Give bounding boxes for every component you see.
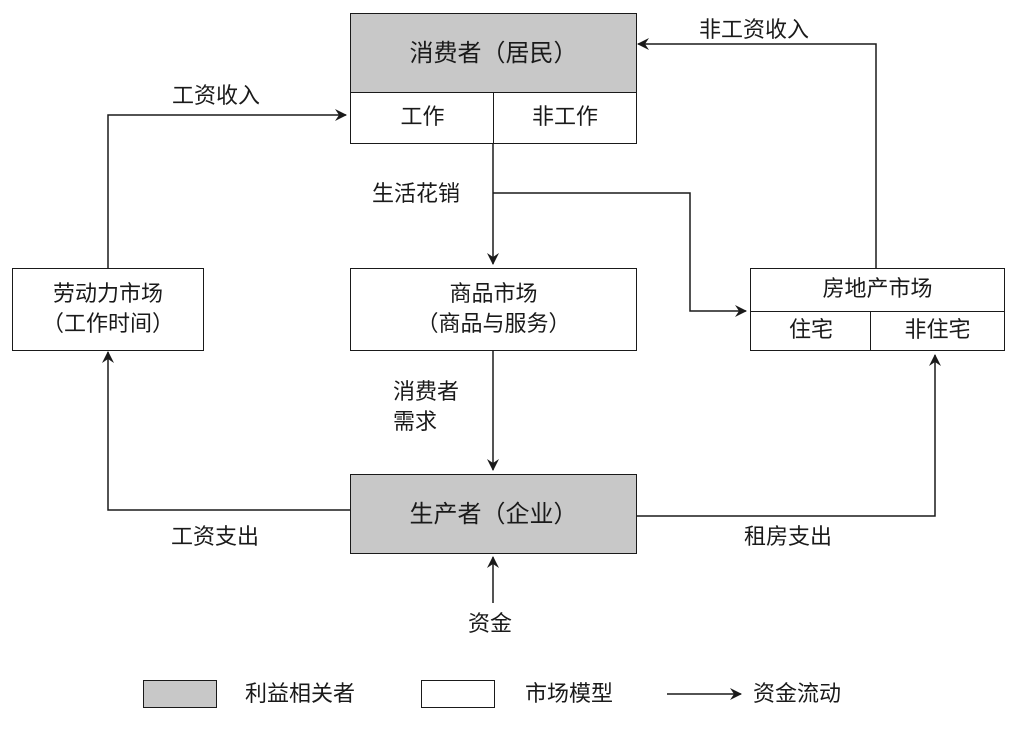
wage-income-arrow xyxy=(107,109,347,268)
wage-expense-label: 工资支出 xyxy=(171,525,260,550)
producer-box: 生产者（企业） xyxy=(350,474,637,554)
nonwork-label: 非工作 xyxy=(531,105,598,130)
legend-flow-label: 资金流动 xyxy=(753,682,842,707)
residential-label: 住宅 xyxy=(788,318,833,343)
labor-market-subtitle: （工作时间） xyxy=(41,311,174,337)
consumer-demand-label-2: 需求 xyxy=(393,410,438,435)
real-estate-title: 房地产市场 xyxy=(822,277,933,302)
wage-expense-arrow xyxy=(102,351,350,511)
labor-market-title: 劳动力市场 xyxy=(52,281,163,307)
living-expense-real-estate-arrow xyxy=(493,192,747,317)
consumer-title: 消费者（居民） xyxy=(409,39,578,67)
rent-expense-arrow xyxy=(637,354,941,517)
nonwage-income-arrow xyxy=(637,38,877,268)
labor-market-box: 劳动力市场 （工作时间） xyxy=(12,268,204,351)
real-estate-box: 房地产市场 xyxy=(750,268,1005,312)
rent-expense-label: 租房支出 xyxy=(744,525,833,550)
living-expense-label: 生活花销 xyxy=(372,182,461,207)
capital-label: 资金 xyxy=(468,612,513,637)
wage-income-label: 工资收入 xyxy=(172,84,261,109)
consumer-box: 消费者（居民） xyxy=(350,13,637,93)
residential-cell: 住宅 xyxy=(750,311,872,351)
goods-market-subtitle: （商品与服务） xyxy=(416,311,571,337)
legend-stakeholder-swatch xyxy=(143,680,217,708)
goods-market-title: 商品市场 xyxy=(449,281,538,307)
work-label: 工作 xyxy=(400,105,445,130)
nonresidential-label: 非住宅 xyxy=(904,318,971,343)
consumer-work-cell: 工作 xyxy=(350,92,495,144)
legend-market-swatch xyxy=(421,680,495,708)
nonwage-income-label: 非工资收入 xyxy=(699,18,810,43)
legend-market-label: 市场模型 xyxy=(525,682,614,707)
nonresidential-cell: 非住宅 xyxy=(870,311,1005,351)
legend-stakeholder-label: 利益相关者 xyxy=(245,682,356,707)
producer-title: 生产者（企业） xyxy=(409,500,578,528)
consumer-nonwork-cell: 非工作 xyxy=(493,92,637,144)
goods-market-box: 商品市场 （商品与服务） xyxy=(350,268,637,351)
consumer-demand-label-1: 消费者 xyxy=(393,380,460,405)
